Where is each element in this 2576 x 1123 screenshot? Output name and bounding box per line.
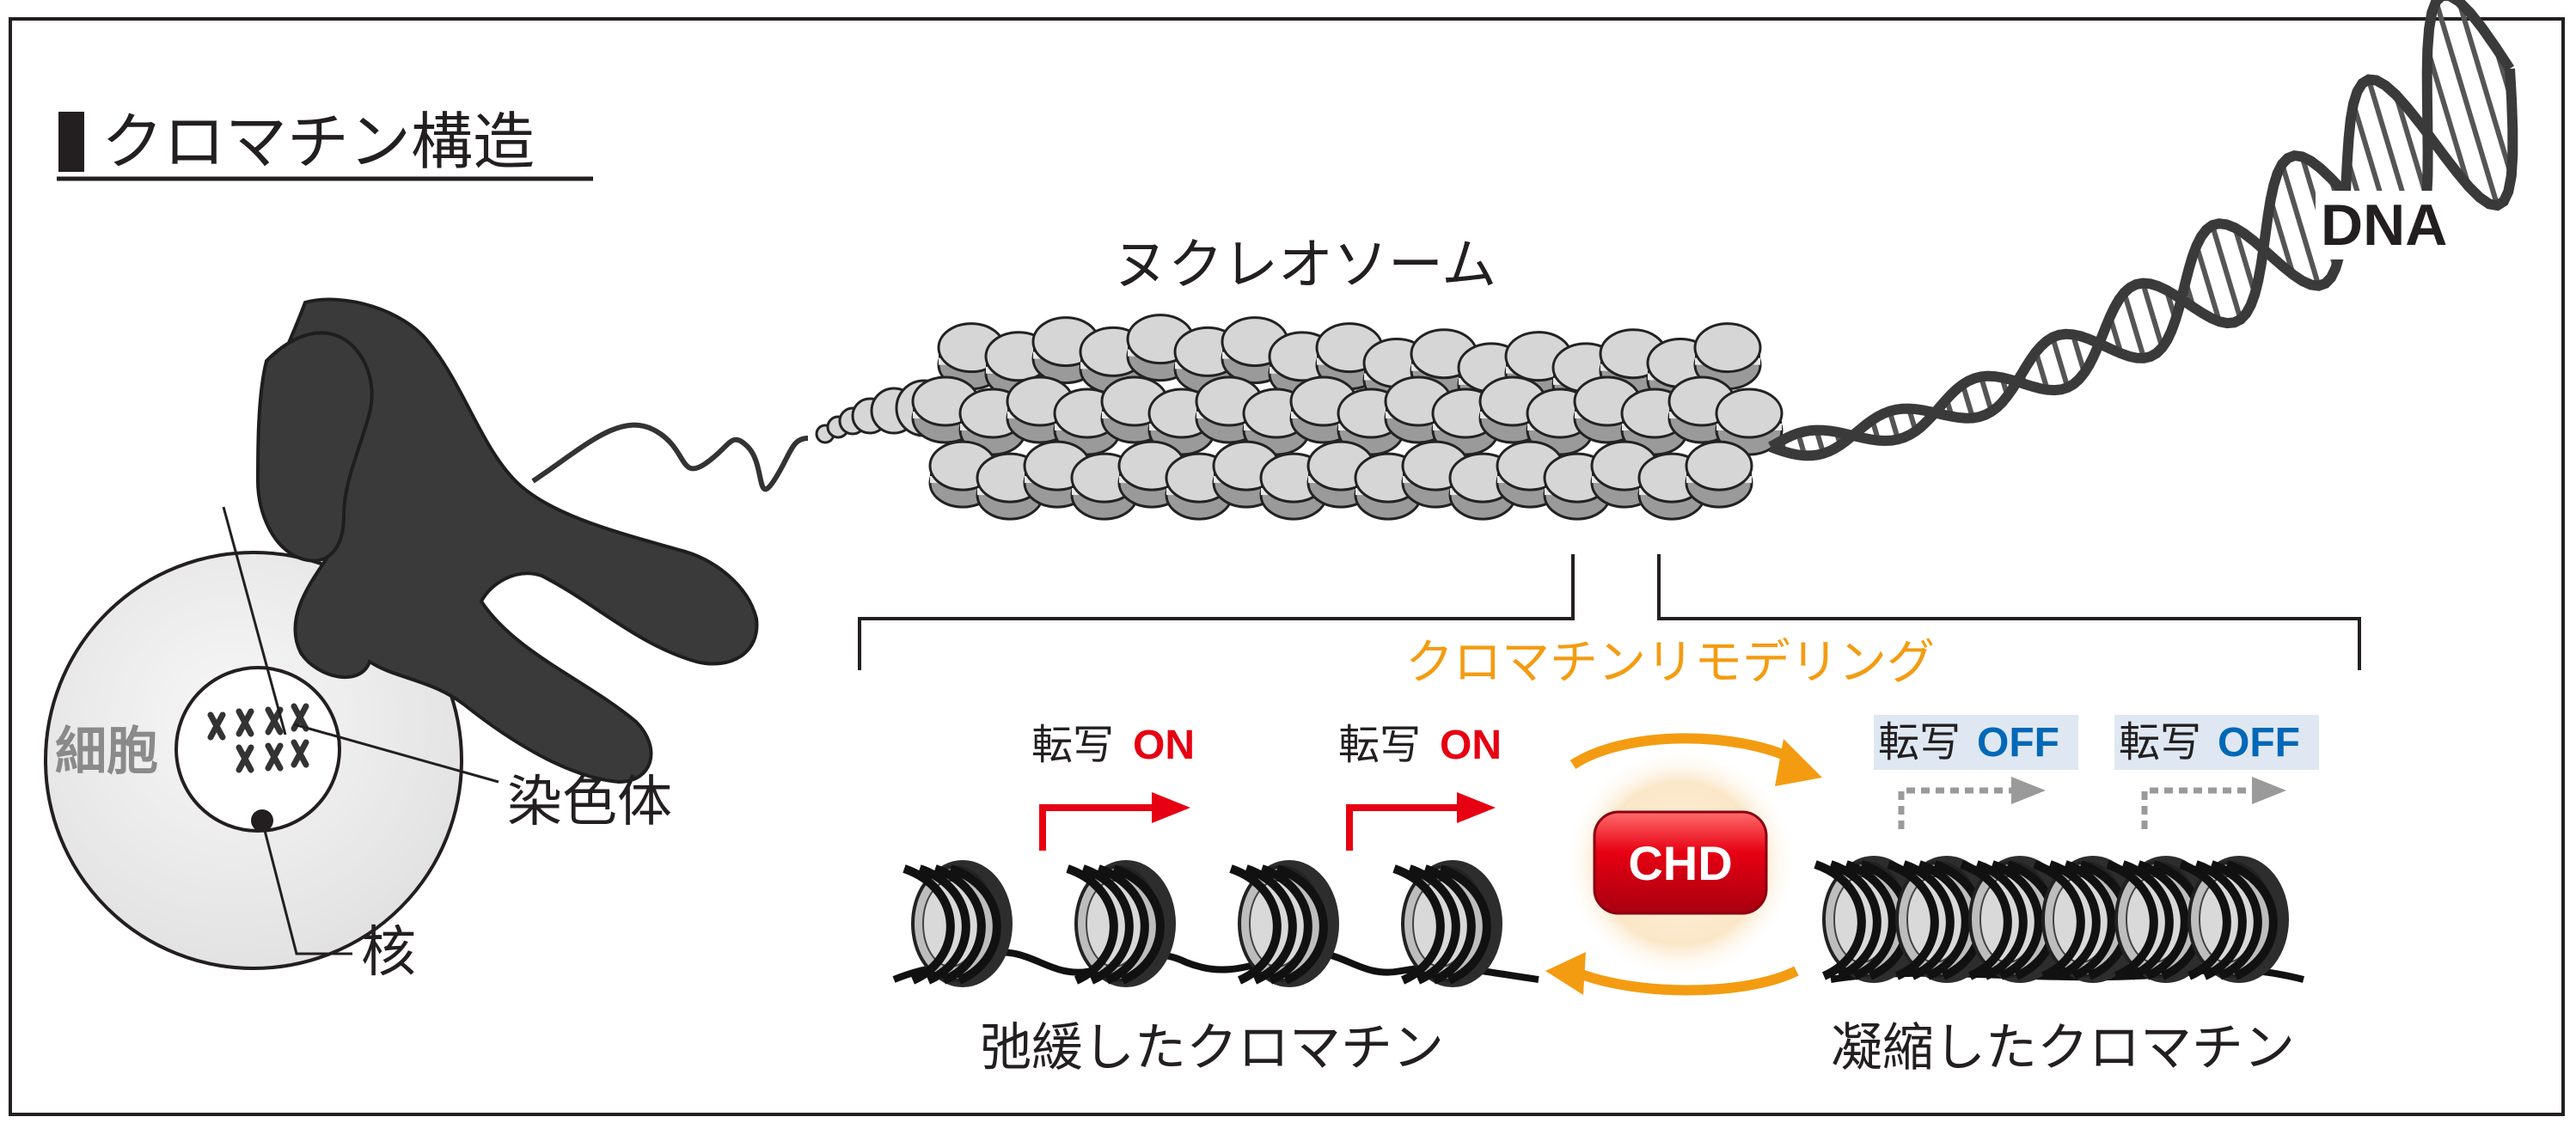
transcription-on-1: 転写 ON [1031, 721, 1195, 851]
dna-strand [1768, 68, 2518, 461]
on-arrow-icon [1039, 804, 1160, 851]
on-arrowhead-icon [1152, 792, 1190, 823]
wrapped-nucleosome [1960, 856, 2070, 983]
cycle-arrowhead-bottom-icon [1545, 952, 1586, 995]
wrapped-nucleosome [1229, 860, 1339, 987]
dna-base-pair [2050, 336, 2071, 388]
dna-base-pair [1960, 383, 1976, 419]
relaxed-chromatin [892, 860, 1539, 987]
on-label: ON [1133, 723, 1195, 768]
wrapped-nucleosome [903, 860, 1013, 987]
dna-label: DNA [2321, 192, 2447, 258]
chromatin-fiber-link [531, 422, 809, 492]
title-block: クロマチン構造 [57, 106, 593, 181]
dna-base-pair [2121, 291, 2147, 359]
chromosome-label: 染色体 [507, 771, 672, 834]
off-arrowhead-icon [2252, 777, 2286, 804]
off-label-bg [2114, 715, 2319, 770]
wrapped-nucleosome [1066, 860, 1176, 987]
on-arrow-icon [1346, 804, 1465, 851]
cell-label: 細胞 [55, 723, 158, 780]
off-label: OFF [1977, 720, 2059, 766]
wrapped-nucleosome [1887, 856, 1997, 983]
condensed-chromatin [1814, 856, 2304, 983]
condensed-label: 凝縮したクロマチン [1831, 1018, 2295, 1078]
chd-box [1593, 810, 1768, 915]
chd-remodeler: CHD [1545, 733, 1822, 996]
cycle-arrowhead-top-icon [1775, 739, 1822, 786]
on-label: ON [1440, 723, 1502, 768]
chromosome [255, 297, 759, 784]
off-label-bg [1874, 715, 2078, 770]
page-title: クロマチン構造 [101, 106, 535, 178]
transcription-word: 転写 [1878, 718, 1961, 766]
wrapped-nucleosome [2106, 856, 2216, 983]
leader-lines [222, 506, 499, 955]
mini-chromosomes [207, 703, 309, 773]
wrapped-nucleosome [2033, 856, 2143, 983]
on-arrowhead-icon [1457, 792, 1496, 823]
dna-base-pair [2210, 224, 2243, 320]
cycle-arrow-bottom-icon [1570, 966, 1799, 996]
nucleus-circle [174, 666, 341, 833]
dna-base-pair [2033, 351, 2050, 391]
remodeling-label: クロマチンリモデリング [1405, 635, 1935, 691]
transcription-word: 転写 [1338, 721, 1421, 769]
dna-label-bg [2316, 191, 2444, 259]
wrapped-nucleosome [1814, 856, 1924, 983]
nucleosome-label: ヌクレオソーム [1113, 234, 1496, 297]
transcription-off-1: 転写 OFF [1874, 715, 2078, 829]
wrapped-nucleosome [2179, 856, 2289, 983]
dna-base-pair [2194, 244, 2222, 323]
transcription-word: 転写 [1031, 721, 1114, 769]
dna-base-pair [2267, 198, 2296, 276]
transcription-off-2: 転写 OFF [2114, 715, 2319, 829]
dna-base-pair [1978, 375, 1994, 412]
chd-label: CHD [1628, 836, 1732, 890]
nucleosome [1685, 440, 1753, 509]
wrapped-nucleosome [1392, 860, 1502, 987]
dna-base-pair [2393, 94, 2430, 198]
transcription-word: 転写 [2119, 718, 2201, 766]
nucleosome-array [815, 314, 1784, 521]
cycle-arrow-top-icon [1569, 733, 1799, 770]
relaxed-label: 弛緩したクロマチン [980, 1018, 1444, 1078]
nucleus-label: 核 [361, 921, 416, 985]
dna-base-pair [2457, 0, 2514, 177]
zoom-bracket [858, 554, 2361, 670]
title-square-icon [58, 112, 84, 172]
off-arrowhead-icon [2011, 777, 2046, 804]
off-label: OFF [2218, 720, 2300, 766]
dna-base-pair [2140, 282, 2165, 349]
dna-base-pair [2433, 0, 2500, 206]
dna-base-pair [2232, 227, 2258, 295]
dna-base-pair [2425, 48, 2472, 188]
transcription-on-2: 転写 ON [1338, 721, 1502, 851]
dna-base-pair [2279, 163, 2322, 287]
